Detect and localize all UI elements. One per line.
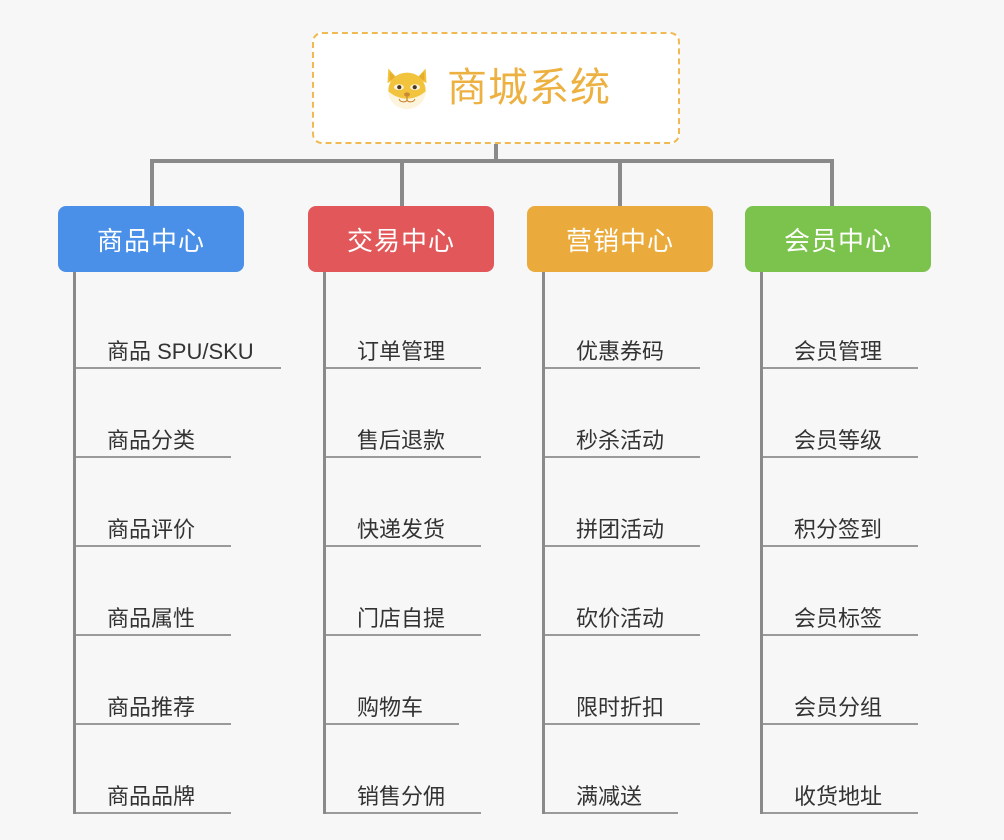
list-item-label: 商品推荐 bbox=[107, 694, 196, 720]
list-item-label: 门店自提 bbox=[357, 605, 446, 631]
root-title: 商城系统 bbox=[447, 66, 611, 110]
category-column-1: 商品中心 商品 SPU/SKU 商品分类 商品评价 商品属性 商品推荐 商品品牌 bbox=[58, 206, 281, 814]
list-item[interactable]: 快递发货 bbox=[326, 458, 494, 547]
category-header-3[interactable]: 营销中心 bbox=[527, 206, 713, 272]
list-item[interactable]: 砍价活动 bbox=[545, 547, 713, 636]
list-item-label: 积分签到 bbox=[794, 516, 883, 542]
list-item-label: 会员管理 bbox=[794, 338, 883, 364]
root-node[interactable]: 商城系统 bbox=[312, 32, 680, 144]
list-item[interactable]: 会员等级 bbox=[763, 369, 931, 458]
category-items-1: 商品 SPU/SKU 商品分类 商品评价 商品属性 商品推荐 商品品牌 bbox=[73, 272, 281, 814]
list-item-label: 拼团活动 bbox=[576, 516, 665, 542]
list-item-label: 购物车 bbox=[357, 694, 424, 720]
connector-root-stem bbox=[494, 144, 498, 162]
list-item[interactable]: 商品推荐 bbox=[76, 636, 244, 725]
category-header-label: 交易中心 bbox=[346, 225, 455, 256]
list-item-label: 快递发货 bbox=[357, 516, 446, 542]
category-items-3: 优惠券码 秒杀活动 拼团活动 砍价活动 限时折扣 满减送 bbox=[542, 272, 713, 814]
connector-drop-1 bbox=[150, 159, 154, 209]
list-item[interactable]: 门店自提 bbox=[326, 547, 494, 636]
list-item[interactable]: 优惠券码 bbox=[545, 280, 713, 369]
category-column-2: 交易中心 订单管理 售后退款 快递发货 门店自提 购物车 销售分佣 bbox=[308, 206, 494, 814]
list-item-label: 砍价活动 bbox=[576, 605, 665, 631]
list-item[interactable]: 订单管理 bbox=[326, 280, 494, 369]
list-item[interactable]: 商品分类 bbox=[76, 369, 244, 458]
category-items-2: 订单管理 售后退款 快递发货 门店自提 购物车 销售分佣 bbox=[323, 272, 494, 814]
list-item-label: 商品品牌 bbox=[107, 783, 196, 809]
list-item-label: 会员标签 bbox=[794, 605, 883, 631]
list-item[interactable]: 收货地址 bbox=[763, 725, 931, 814]
list-item-label: 秒杀活动 bbox=[576, 427, 665, 453]
category-header-label: 会员中心 bbox=[783, 225, 892, 256]
list-item-label: 销售分佣 bbox=[357, 783, 446, 809]
connector-drop-4 bbox=[830, 159, 834, 209]
connector-drop-2 bbox=[400, 159, 404, 209]
connector-drop-3 bbox=[618, 159, 622, 209]
category-column-4: 会员中心 会员管理 会员等级 积分签到 会员标签 会员分组 收货地址 bbox=[745, 206, 931, 814]
list-item[interactable]: 会员分组 bbox=[763, 636, 931, 725]
shiba-dog-face-icon bbox=[381, 62, 433, 114]
list-item[interactable]: 购物车 bbox=[326, 636, 494, 725]
list-item-label: 订单管理 bbox=[357, 338, 446, 364]
list-item[interactable]: 满减送 bbox=[545, 725, 713, 814]
list-item[interactable]: 商品属性 bbox=[76, 547, 244, 636]
list-item[interactable]: 会员管理 bbox=[763, 280, 931, 369]
list-item-label: 会员分组 bbox=[794, 694, 883, 720]
category-header-label: 营销中心 bbox=[565, 225, 674, 256]
category-header-2[interactable]: 交易中心 bbox=[308, 206, 494, 272]
list-item-label: 商品属性 bbox=[107, 605, 196, 631]
list-item-label: 售后退款 bbox=[357, 427, 446, 453]
list-item[interactable]: 商品品牌 bbox=[76, 725, 244, 814]
list-item[interactable]: 限时折扣 bbox=[545, 636, 713, 725]
category-header-4[interactable]: 会员中心 bbox=[745, 206, 931, 272]
category-column-3: 营销中心 优惠券码 秒杀活动 拼团活动 砍价活动 限时折扣 满减送 bbox=[527, 206, 713, 814]
list-item[interactable]: 售后退款 bbox=[326, 369, 494, 458]
list-item-label: 收货地址 bbox=[794, 783, 883, 809]
list-item[interactable]: 积分签到 bbox=[763, 458, 931, 547]
category-items-4: 会员管理 会员等级 积分签到 会员标签 会员分组 收货地址 bbox=[760, 272, 931, 814]
list-item-label: 满减送 bbox=[576, 783, 643, 809]
list-item-label: 商品 SPU/SKU bbox=[107, 338, 254, 364]
list-item[interactable]: 商品评价 bbox=[76, 458, 244, 547]
category-header-1[interactable]: 商品中心 bbox=[58, 206, 244, 272]
connector-horizontal-bus bbox=[150, 159, 834, 163]
list-item[interactable]: 销售分佣 bbox=[326, 725, 494, 814]
list-item-label: 优惠券码 bbox=[576, 338, 665, 364]
category-header-label: 商品中心 bbox=[96, 225, 205, 256]
list-item-label: 会员等级 bbox=[794, 427, 883, 453]
list-item-label: 商品评价 bbox=[107, 516, 196, 542]
list-item[interactable]: 秒杀活动 bbox=[545, 369, 713, 458]
list-item[interactable]: 商品 SPU/SKU bbox=[76, 280, 281, 369]
list-item[interactable]: 拼团活动 bbox=[545, 458, 713, 547]
list-item-label: 商品分类 bbox=[107, 427, 196, 453]
list-item[interactable]: 会员标签 bbox=[763, 547, 931, 636]
list-item-label: 限时折扣 bbox=[576, 694, 665, 720]
